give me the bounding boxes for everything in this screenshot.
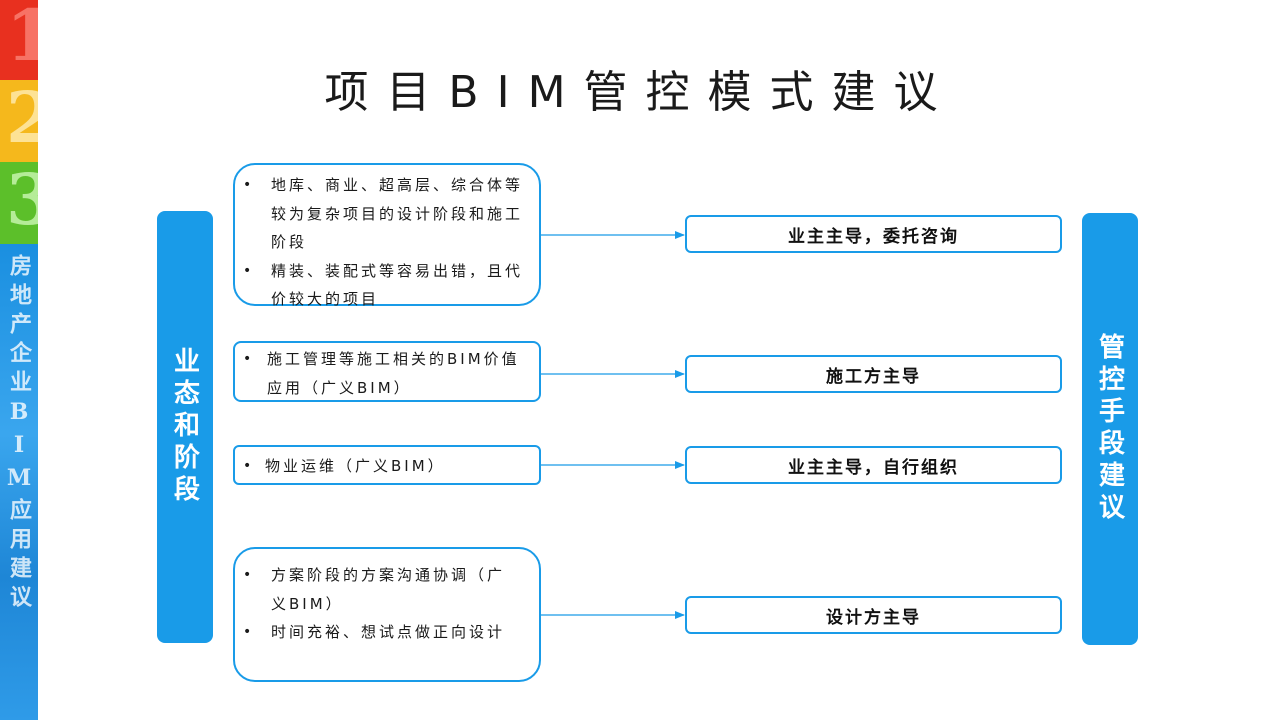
stage-item: 施工管理等施工相关的BIM价值应用（广义BIM） bbox=[235, 345, 533, 402]
mode-box-owner-consulting: 业主主导，委托咨询 bbox=[685, 215, 1062, 253]
stripe-number-3: 3 bbox=[6, 162, 38, 241]
stage-box-operation: 物业运维（广义BIM） bbox=[233, 445, 541, 485]
stripe-segment-red: 1 bbox=[0, 0, 38, 80]
left-category-bar: 业态和阶段 bbox=[157, 211, 213, 643]
stage-item: 物业运维（广义BIM） bbox=[235, 452, 533, 481]
stage-item: 地库、商业、超高层、综合体等较为复杂项目的设计阶段和施工阶段 bbox=[235, 171, 525, 257]
page-title: 项目BIM管控模式建议 bbox=[324, 67, 956, 118]
stage-item: 方案阶段的方案沟通协调（广义BIM） bbox=[235, 561, 519, 618]
stripe-segment-blue bbox=[0, 244, 38, 720]
stripe-vertical-title: 房地产企业BIM应用建议 bbox=[6, 254, 32, 614]
stripe-number-1: 1 bbox=[6, 0, 38, 77]
stripe-segment-yellow: 2 bbox=[0, 80, 38, 162]
mode-box-designer-led: 设计方主导 bbox=[685, 596, 1062, 634]
stage-box-construction: 施工管理等施工相关的BIM价值应用（广义BIM） bbox=[233, 341, 541, 402]
stage-box-design: 方案阶段的方案沟通协调（广义BIM） 时间充裕、想试点做正向设计 bbox=[233, 547, 541, 682]
stage-box-complex-projects: 地库、商业、超高层、综合体等较为复杂项目的设计阶段和施工阶段 精装、装配式等容易… bbox=[233, 163, 541, 308]
stripe-segment-green: 3 bbox=[0, 162, 38, 244]
stage-item: 精装、装配式等容易出错，且代价较大的项目 bbox=[235, 257, 525, 314]
mode-box-contractor-led: 施工方主导 bbox=[685, 355, 1062, 393]
stage-item: 时间充裕、想试点做正向设计 bbox=[235, 618, 519, 647]
side-stripe: 1 2 3 房地产企业BIM应用建议 bbox=[0, 0, 38, 720]
right-category-label: 管控手段建议 bbox=[1094, 333, 1125, 525]
right-category-bar: 管控手段建议 bbox=[1082, 213, 1138, 645]
stripe-number-2: 2 bbox=[6, 80, 38, 159]
left-category-label: 业态和阶段 bbox=[169, 347, 200, 507]
mode-box-owner-self-organized: 业主主导，自行组织 bbox=[685, 446, 1062, 484]
